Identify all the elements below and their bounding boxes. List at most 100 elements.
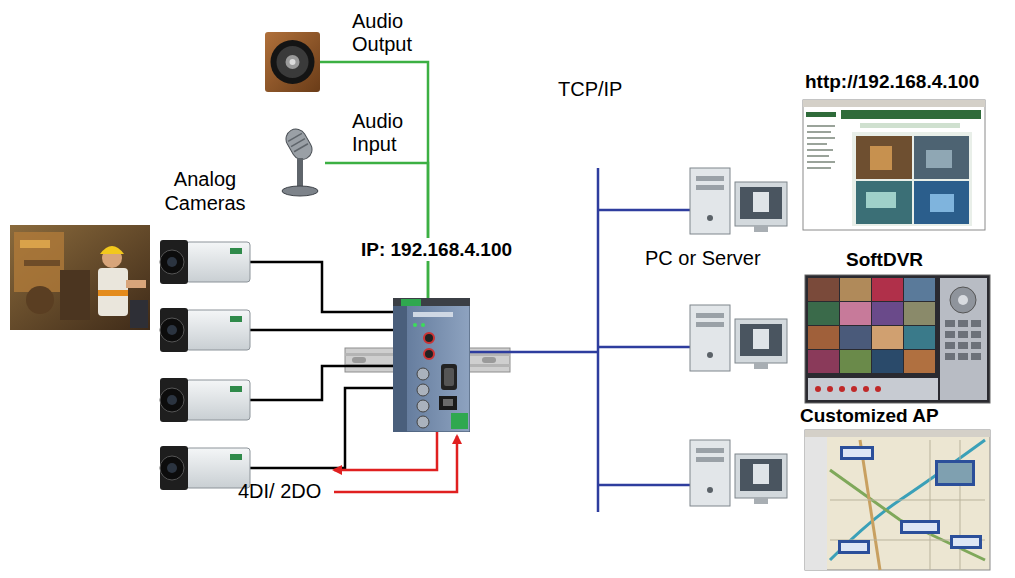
- analog-camera: [160, 250, 184, 274]
- screenshot-title: http://192.168.4.100: [805, 70, 979, 94]
- dvr-screenshot: [904, 326, 935, 349]
- dvr-screenshot: [872, 302, 903, 325]
- pc-icon: [690, 305, 730, 371]
- analog-camera: [160, 378, 250, 422]
- dvr-screenshot: [863, 386, 869, 392]
- speaker-icon: [286, 55, 300, 69]
- web-screenshot: [807, 125, 835, 127]
- microphone-node: Audio Input: [275, 128, 325, 198]
- dvr-screenshot: [815, 386, 821, 392]
- dvr-screenshot: [808, 278, 935, 373]
- dvr-screenshot: [945, 320, 981, 360]
- map-screenshot: [830, 500, 985, 501]
- analog-camera: [160, 240, 250, 284]
- analog-camera: [160, 456, 184, 480]
- dvr-screenshot: [808, 302, 839, 325]
- web-screenshot: [806, 112, 836, 117]
- analog-camera: [230, 454, 242, 460]
- analog-camera: [160, 446, 188, 490]
- network-line: [597, 168, 600, 512]
- web-screenshot: [807, 143, 827, 145]
- dvr-screenshot: [971, 342, 981, 349]
- io-label: 4DI/ 2DO: [238, 479, 321, 503]
- video-server-device: [413, 312, 453, 317]
- video-server-device: [413, 323, 417, 327]
- pc-icon: [753, 192, 769, 212]
- microphone-icon: [282, 128, 315, 163]
- analog-camera: [160, 378, 188, 422]
- video-cable: [250, 366, 393, 400]
- dvr-screenshot: [875, 386, 881, 392]
- analog-camera: [160, 308, 250, 352]
- network-label: TCP/IP: [558, 77, 622, 101]
- analog-camera: [186, 380, 250, 420]
- speaker-icon: [277, 46, 309, 78]
- camera-label: Analog Cameras: [150, 167, 260, 215]
- analog-camera: [160, 388, 184, 412]
- video-server-device: [417, 384, 429, 396]
- industrial-photo: [100, 246, 124, 254]
- industrial-photo: [126, 280, 146, 288]
- dvr-screenshot: [904, 302, 935, 325]
- video-cable: [250, 262, 393, 312]
- pc-icon: [696, 176, 724, 181]
- screenshot-title: SoftDVR: [846, 248, 923, 272]
- microphone-icon: [275, 128, 325, 198]
- map-screenshot: [930, 440, 931, 570]
- industrial-photo: [98, 268, 128, 316]
- analog-camera: [167, 463, 177, 473]
- dvr-screenshot: [840, 326, 871, 349]
- dvr-screenshot: [971, 320, 981, 327]
- dvr-screenshot: [808, 278, 839, 301]
- pc-icon: [696, 457, 724, 462]
- pc-icon: [707, 487, 713, 493]
- map-screenshot: [805, 437, 827, 570]
- dvr-screenshot: [971, 353, 981, 360]
- dvr-screenshot: [958, 342, 968, 349]
- web-screenshot: [926, 150, 952, 168]
- video-server-device: [393, 298, 470, 306]
- dvr-screenshot: [945, 342, 955, 349]
- microphone-icon: [282, 186, 318, 196]
- video-cable: [250, 388, 393, 468]
- analog-camera: [160, 308, 188, 352]
- pc-icon: [740, 187, 782, 219]
- web-screenshot: [914, 136, 969, 179]
- dvr-screenshot: [805, 275, 990, 403]
- analog-camera: [160, 240, 188, 284]
- map-screenshot: [950, 535, 982, 549]
- video-server-device: [439, 396, 457, 410]
- speaker-icon: [271, 40, 315, 84]
- map-screenshot: [840, 446, 874, 460]
- network-line: [598, 346, 690, 349]
- dvr-screenshot: [971, 331, 981, 338]
- screenshot-title: Customized AP: [800, 404, 939, 428]
- web-screenshot: [807, 149, 833, 151]
- map-screenshot: [805, 430, 990, 570]
- dvr-screenshot: [958, 295, 968, 305]
- map-screenshot: [830, 440, 985, 570]
- video-server-device: [421, 323, 425, 327]
- analog-camera: [167, 395, 177, 405]
- web-screenshot: [807, 137, 835, 139]
- web-screenshot: [803, 100, 985, 230]
- web-screenshot: [930, 194, 954, 212]
- microphone-icon: [282, 128, 315, 163]
- web-screenshot: [807, 125, 835, 169]
- web-screenshot: [866, 192, 896, 208]
- industrial-photo: [14, 232, 64, 292]
- dvr-screenshot: [904, 278, 935, 301]
- network-line: [470, 351, 598, 354]
- pc-icon: [740, 324, 782, 356]
- speaker-icon: [290, 59, 296, 65]
- video-server-device: [393, 298, 470, 432]
- video-server-device: [424, 333, 434, 343]
- industrial-photo: [10, 225, 150, 330]
- web-screenshot: [803, 100, 985, 230]
- dvr-screenshot: [945, 320, 955, 327]
- microphone-icon: [288, 133, 308, 151]
- map-screenshot: [830, 440, 985, 560]
- pc-icon: [753, 464, 769, 484]
- video-server-device: [417, 416, 429, 428]
